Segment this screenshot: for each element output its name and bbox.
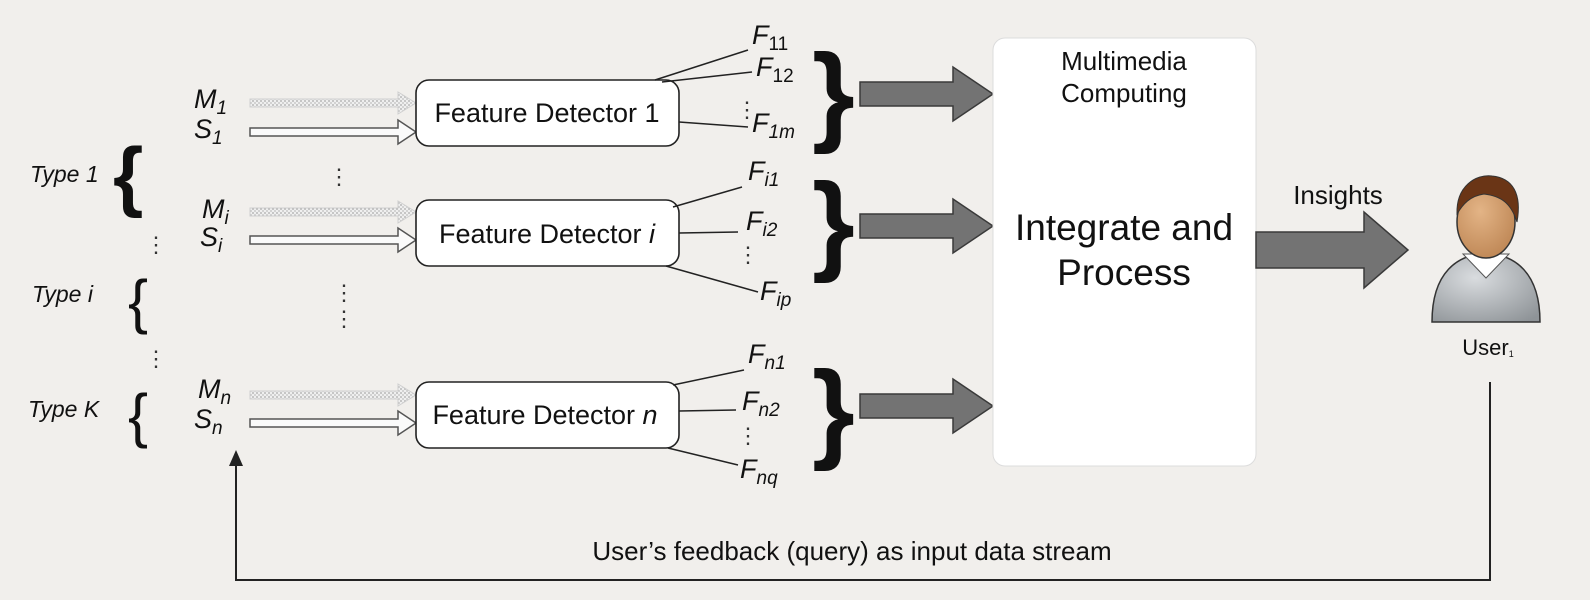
stream-s-label: Si (200, 222, 223, 257)
feature-line (672, 186, 743, 208)
dotted-stream-arrow-icon (249, 200, 417, 224)
feature-label: F11 (752, 20, 788, 55)
stream-arrow-icon (249, 409, 418, 437)
feature-detector-label: Feature Detector n (432, 400, 657, 430)
type-group-i: Type i { (32, 268, 148, 335)
curly-brace-icon: { (113, 131, 143, 219)
type-label: Type i (32, 281, 94, 307)
stream-row-i: Mi Si Feature Detector i Fi1 Fi2 ⋮ Fip } (200, 156, 995, 311)
stream-m-label: Mn (198, 374, 231, 409)
feature-line (678, 121, 749, 128)
block-arrow-icon (859, 65, 995, 123)
feature-label: F1m (752, 108, 795, 143)
feature-label: Fn2 (742, 386, 780, 421)
vertical-ellipsis-icon: ⋮ (737, 242, 759, 267)
curly-brace-icon: { (128, 268, 148, 335)
type-group-1: Type 1 { (30, 131, 143, 219)
insights-label: Insights (1293, 180, 1383, 210)
stream-arrow-icon (249, 226, 418, 254)
insights-arrow-icon (1255, 210, 1410, 290)
user-avatar-icon (1431, 175, 1541, 323)
feature-line (667, 447, 739, 466)
feature-detector-label: Feature Detector i (439, 219, 656, 249)
vertical-ellipsis-icon: ⋮ (145, 346, 167, 371)
type-label: Type K (28, 396, 101, 422)
dotted-stream-arrow-icon (249, 91, 417, 115)
feature-label: F12 (756, 52, 794, 87)
curly-brace-close-icon: } (812, 349, 855, 472)
type-group-k: Type K { (28, 382, 148, 449)
feedback-connector (235, 382, 1491, 581)
processing-header: Multimedia (1061, 46, 1187, 76)
vertical-ellipsis-icon: ⋮ (328, 164, 350, 189)
feature-detector-box (415, 79, 680, 147)
processing-box: Multimedia Computing Integrate and Proce… (992, 37, 1257, 467)
feature-label: Fip (760, 276, 791, 311)
vertical-ellipsis-icon: ⋮ (333, 280, 355, 305)
type-label: Type 1 (30, 161, 99, 187)
curly-brace-close-icon: } (812, 32, 855, 155)
feature-line (678, 409, 737, 412)
feature-line (661, 71, 753, 83)
processing-title: Process (1057, 252, 1191, 293)
vertical-ellipsis-icon: ⋮ (736, 97, 758, 122)
stream-row-n: Mn Sn Feature Detector n Fn1 Fn2 ⋮ Fnq } (194, 339, 995, 489)
vertical-ellipsis-icon: ⋮ (737, 423, 759, 448)
processing-title: Integrate and (1015, 207, 1233, 248)
curly-brace-close-icon: } (812, 161, 855, 284)
dotted-stream-arrow-icon (249, 383, 417, 407)
vertical-ellipsis-icon: ⋮ (145, 232, 167, 257)
stream-s-label: Sn (194, 404, 223, 439)
feature-line (672, 369, 745, 386)
block-arrow-icon (859, 377, 995, 435)
processing-header: Computing (1061, 78, 1187, 108)
curly-brace-icon: { (128, 382, 148, 449)
stream-arrow-icon (249, 118, 418, 146)
feedback-label: User’s feedback (query) as input data st… (592, 536, 1111, 566)
feedback-arrowhead-icon (229, 450, 243, 466)
feature-label: Fn1 (748, 339, 786, 374)
stream-m-label: M1 (194, 84, 227, 119)
block-arrow-icon (859, 197, 995, 255)
stream-s-label: S1 (194, 114, 223, 149)
vertical-ellipsis-icon: ⋮ (333, 306, 355, 331)
feature-line (678, 231, 739, 234)
feature-line (654, 49, 749, 81)
feature-detector-box (415, 381, 680, 449)
stream-row-1: M1 S1 Feature Detector 1 F11 F12 ⋮ F1m } (194, 20, 995, 155)
feature-detector-label: Feature Detector 1 (434, 98, 659, 128)
stream-m-label: Mi (202, 194, 230, 229)
feature-label: Fnq (740, 454, 778, 489)
user-label: User1 (1462, 335, 1513, 360)
feature-label: Fi2 (746, 206, 778, 241)
feature-line (665, 265, 759, 293)
feature-label: Fi1 (748, 156, 779, 191)
